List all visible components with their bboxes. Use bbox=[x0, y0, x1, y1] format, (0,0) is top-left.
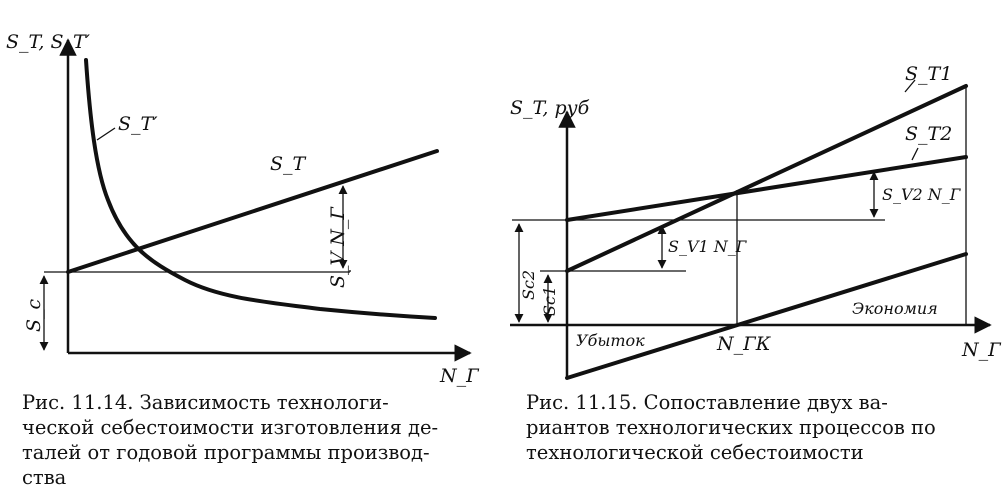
fig2-critical-label: N_ГК bbox=[716, 333, 772, 355]
fig1-st-prime-curve bbox=[84, 58, 437, 320]
fig1-line-label: S_T bbox=[270, 153, 307, 175]
fig2-savings-label: Экономия bbox=[852, 299, 938, 318]
fig1-intercept-label: S_c bbox=[23, 298, 45, 332]
fig2-st2-line bbox=[565, 155, 968, 222]
fig2-sv1-label: S_V1 N_Г bbox=[668, 237, 748, 256]
fig2-loss-label: Убыток bbox=[576, 331, 645, 350]
fig1-caption-line: талей от годовой программы производ- bbox=[22, 441, 430, 464]
fig2-caption: Рис. 11.15. Сопоставление двух ва- риант… bbox=[526, 390, 984, 465]
fig2-st1-line bbox=[565, 84, 968, 273]
fig2-sv2-label: S_V2 N_Г bbox=[882, 185, 962, 204]
fig1-curve-leader bbox=[96, 127, 116, 141]
fig1-y-axis-label: S_T, S_T′ bbox=[6, 31, 91, 53]
figure-11-15: S_T, руб N_Г S_T1 S_T2 Sc2 Sc1 S_V1 N_Г … bbox=[510, 63, 1002, 380]
fig1-x-axis-label: N_Г bbox=[439, 365, 480, 387]
fig2-line2-label: S_T2 bbox=[905, 123, 952, 145]
fig2-sc1-label: Sc1 bbox=[540, 286, 559, 316]
fig2-st1-leader bbox=[904, 79, 916, 93]
fig2-st2-leader bbox=[911, 147, 919, 161]
fig2-caption-line: риантов технологических процессов по bbox=[526, 416, 936, 439]
fig2-caption-line: технологической себестоимости bbox=[526, 441, 864, 464]
fig1-caption: Рис. 11.14. Зависимость технологи- ческо… bbox=[22, 390, 492, 490]
fig1-curve-label: S_T′ bbox=[118, 113, 158, 135]
fig1-caption-line: ческой себестоимости изготовления де- bbox=[22, 416, 439, 439]
fig1-variable-label: S_V N_Г bbox=[327, 206, 349, 288]
fig2-difference-line bbox=[565, 252, 968, 380]
fig1-caption-line: ства bbox=[22, 466, 67, 489]
fig1-st-line bbox=[66, 149, 439, 274]
fig2-line1-label: S_T1 bbox=[905, 63, 952, 85]
figure-11-14: S_T, S_T′ N_Г S_T′ S_T S_c S_V N_Г bbox=[6, 31, 480, 387]
fig2-sc2-label: Sc2 bbox=[519, 270, 538, 300]
fig2-x-axis-label: N_Г bbox=[961, 339, 1002, 361]
fig2-y-axis-label: S_T, руб bbox=[510, 97, 590, 119]
fig2-caption-line: Рис. 11.15. Сопоставление двух ва- bbox=[526, 391, 888, 414]
fig1-caption-line: Рис. 11.14. Зависимость технологи- bbox=[22, 391, 389, 414]
